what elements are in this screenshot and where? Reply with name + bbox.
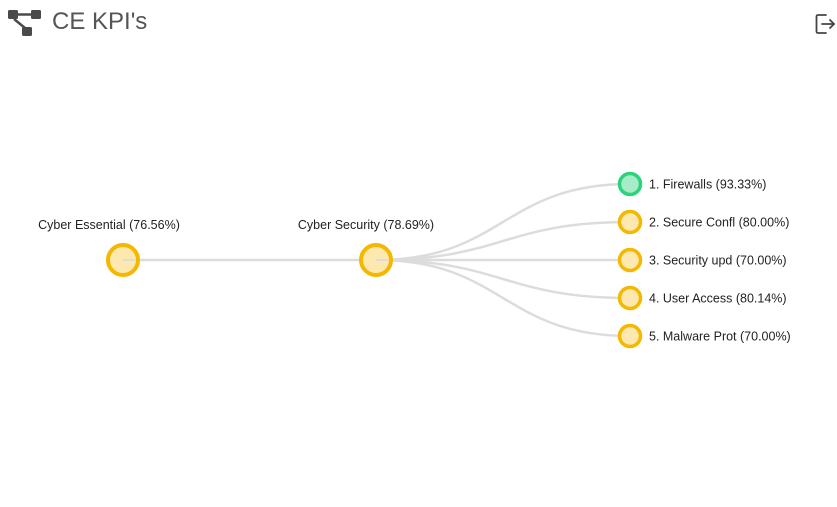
node-circle-leaf-2[interactable]: [617, 209, 643, 235]
tree-node-leaf-2[interactable]: 2. Secure Confl (80.00%): [617, 209, 790, 235]
tree-node-middle[interactable]: Cyber Security (78.69%): [298, 218, 434, 277]
panel-header: CE KPI's: [0, 0, 837, 48]
node-label-leaf-4: 4. User Access (80.14%): [649, 292, 787, 306]
tree-node-leaf-3[interactable]: 3. Security upd (70.00%): [617, 247, 787, 273]
node-label-leaf-2: 2. Secure Confl (80.00%): [649, 216, 789, 230]
node-label-leaf-1: 1. Firewalls (93.33%): [649, 178, 766, 192]
tree-links: [123, 182, 631, 338]
node-circle-leaf-4[interactable]: [617, 285, 643, 311]
hierarchy-icon: [8, 10, 41, 36]
node-circle-leaf-5[interactable]: [617, 323, 643, 349]
node-circle-leaf-3[interactable]: [617, 247, 643, 273]
tree-node-root[interactable]: Cyber Essential (76.56%): [38, 218, 180, 277]
link-middle-leaf-4: [375, 258, 631, 300]
node-circle-leaf-1[interactable]: [617, 171, 643, 197]
node-label-root: Cyber Essential (76.56%): [38, 218, 180, 232]
page-title: CE KPI's: [52, 8, 148, 35]
link-middle-leaf-2: [375, 220, 631, 262]
node-label-leaf-3: 3. Security upd (70.00%): [649, 254, 787, 268]
export-icon[interactable]: [813, 12, 837, 36]
tree-node-leaf-5[interactable]: 5. Malware Prot (70.00%): [617, 323, 791, 349]
link-middle-leaf-1: [375, 182, 631, 262]
tree-node-leaf-4[interactable]: 4. User Access (80.14%): [617, 285, 787, 311]
link-middle-leaf-5: [375, 258, 631, 338]
tree-node-leaf-1[interactable]: 1. Firewalls (93.33%): [617, 171, 767, 197]
node-label-middle: Cyber Security (78.69%): [298, 218, 434, 232]
node-label-leaf-5: 5. Malware Prot (70.00%): [649, 330, 791, 344]
